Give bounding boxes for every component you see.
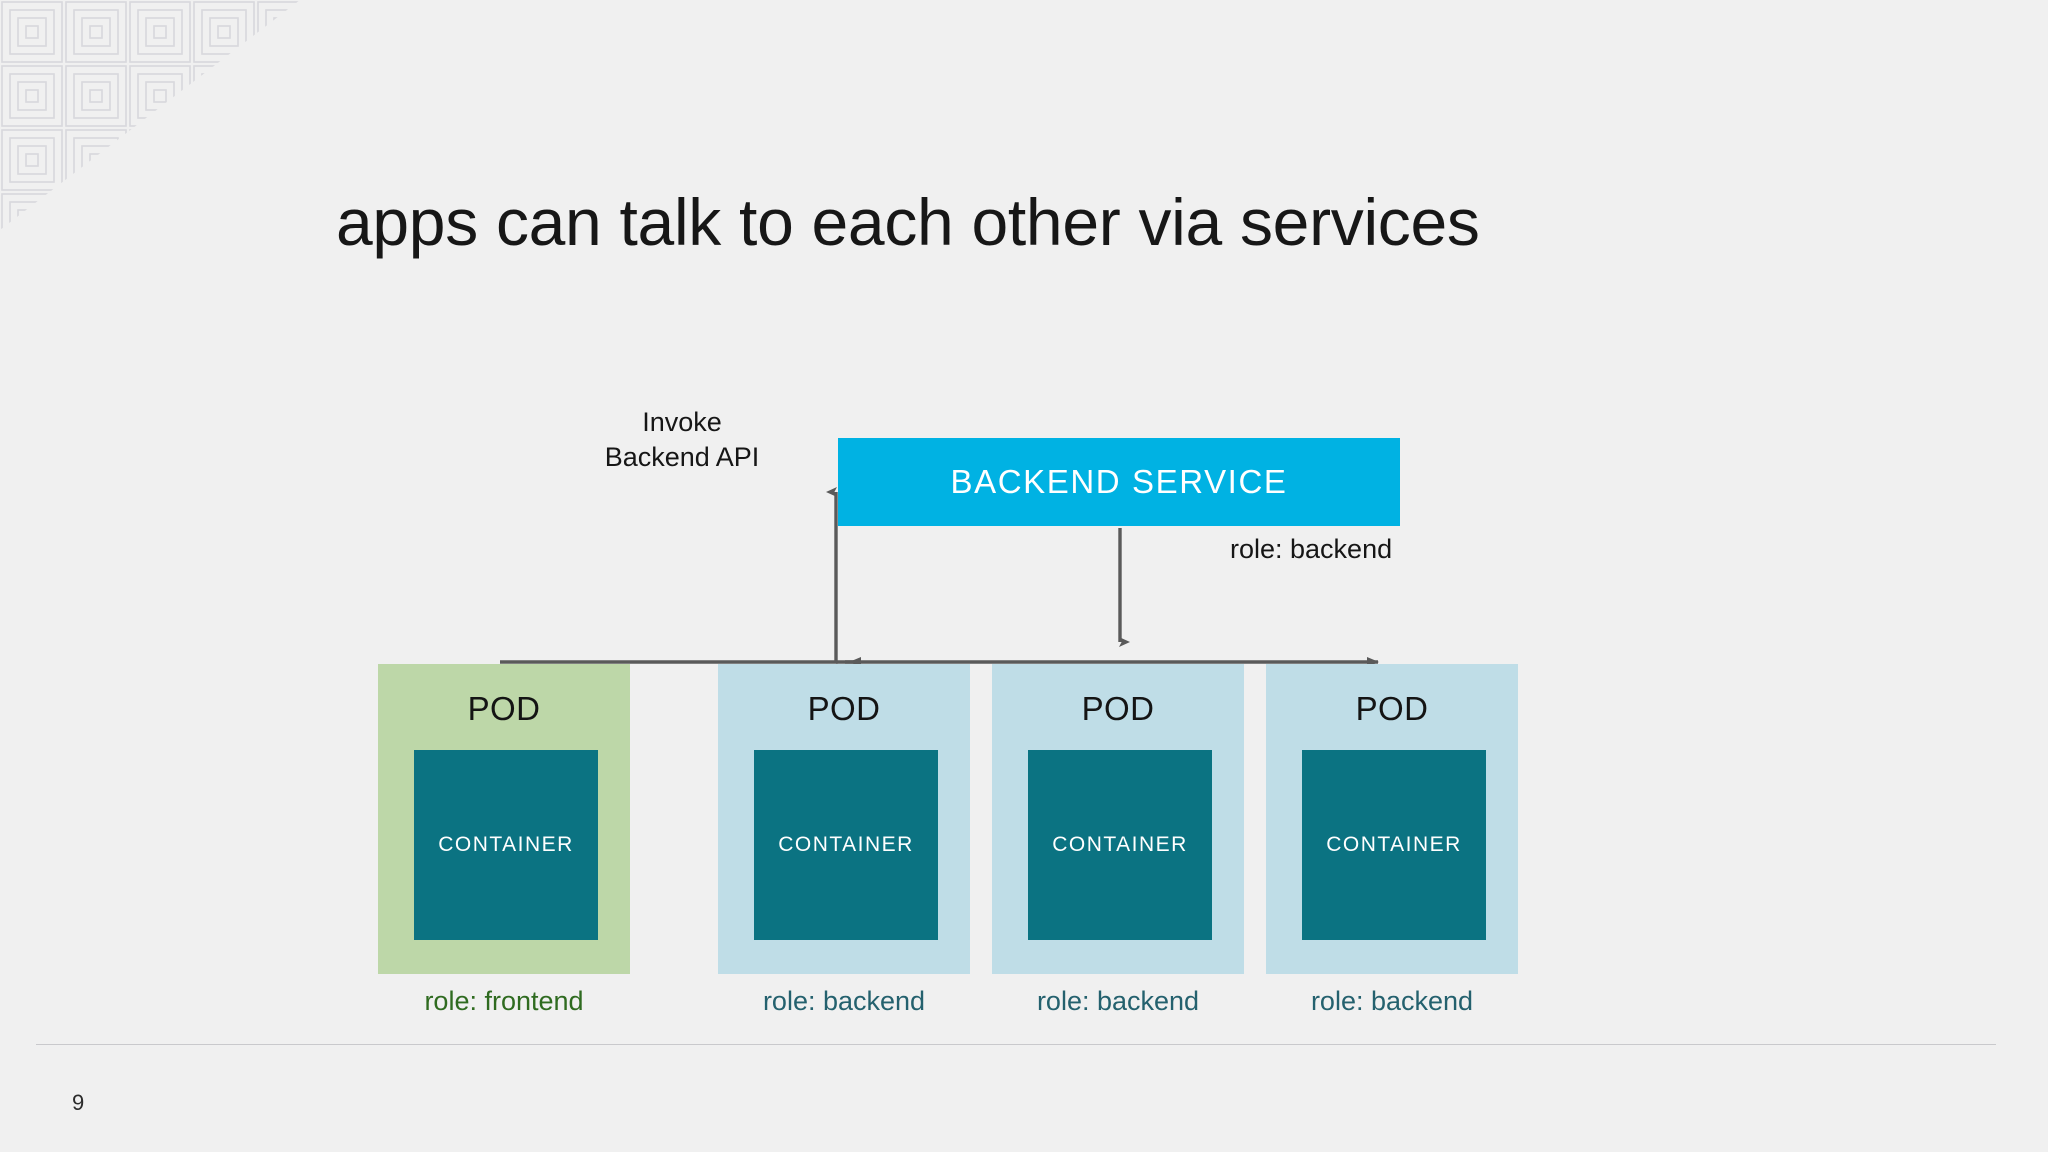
invoke-backend-api-annotation: Invoke Backend API <box>572 405 792 475</box>
pod-backend-3[interactable]: POD CONTAINER role: backend <box>1266 664 1518 1016</box>
invoke-annotation-line-1: Invoke <box>642 407 722 437</box>
container-label: CONTAINER <box>1326 833 1462 856</box>
pod-backend-2[interactable]: POD CONTAINER role: backend <box>992 664 1244 1016</box>
pod-title: POD <box>807 690 881 727</box>
container-label: CONTAINER <box>438 833 574 856</box>
container-box[interactable]: CONTAINER <box>414 750 598 940</box>
backend-service-role-label: role: backend <box>1230 534 1393 564</box>
pod-title: POD <box>1081 690 1155 727</box>
backend-service-label: BACKEND SERVICE <box>950 463 1288 500</box>
pod-title: POD <box>1355 690 1429 727</box>
container-box[interactable]: CONTAINER <box>1028 750 1212 940</box>
decorative-corner-pattern <box>0 0 300 230</box>
pod-role-label: role: backend <box>1310 986 1474 1016</box>
pods-row: POD CONTAINER role: frontend POD CONTAIN… <box>378 664 1538 1016</box>
container-label: CONTAINER <box>1052 833 1188 856</box>
pod-title: POD <box>467 690 541 727</box>
container-label: CONTAINER <box>778 833 914 856</box>
container-box[interactable]: CONTAINER <box>1302 750 1486 940</box>
page-number: 9 <box>72 1090 85 1115</box>
invoke-annotation-line-2: Backend API <box>604 442 760 472</box>
pod-role-label: role: frontend <box>424 986 584 1016</box>
backend-service-box[interactable]: BACKEND SERVICE <box>838 438 1400 526</box>
pod-frontend[interactable]: POD CONTAINER role: frontend <box>378 664 630 1016</box>
pod-backend-1[interactable]: POD CONTAINER role: backend <box>718 664 970 1016</box>
pod-role-label: role: backend <box>1036 986 1200 1016</box>
pod-role-label: role: backend <box>762 986 926 1016</box>
container-box[interactable]: CONTAINER <box>754 750 938 940</box>
footer-divider <box>36 1044 1996 1045</box>
page-title: apps can talk to each other via services <box>336 185 1480 259</box>
